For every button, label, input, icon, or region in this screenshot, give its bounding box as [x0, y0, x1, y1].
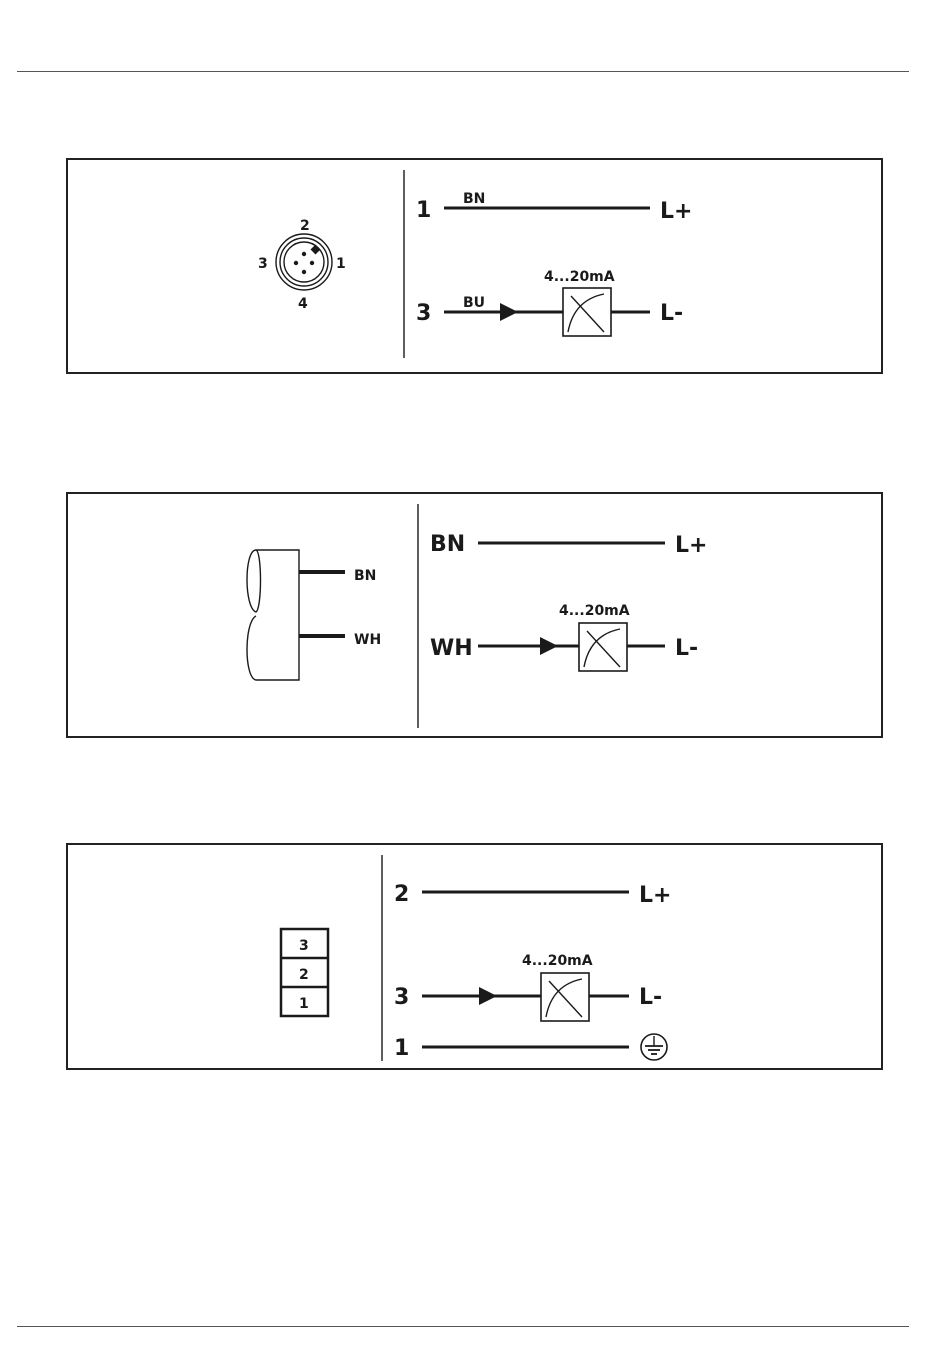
line1-wire-label: BN — [463, 191, 485, 207]
line1-terminal: L+ — [639, 883, 671, 908]
pin-label-right: 1 — [336, 256, 346, 272]
ammeter-icon — [541, 973, 589, 1021]
line2-pin: 3 — [394, 985, 409, 1010]
pin-label-bottom: 4 — [298, 296, 308, 312]
pin-label-left: 3 — [258, 256, 268, 272]
line2-terminal: L- — [675, 636, 698, 661]
line2-terminal: L- — [660, 301, 683, 326]
line1-terminal: L+ — [675, 533, 707, 558]
ammeter-icon — [579, 623, 627, 671]
cable-wire-label-wh: WH — [354, 632, 381, 648]
line1-pin: 2 — [394, 882, 409, 907]
current-arrow-icon — [479, 987, 497, 1005]
line1-terminal: L+ — [660, 199, 692, 224]
current-arrow-icon — [540, 637, 558, 655]
current-arrow-icon — [500, 303, 518, 321]
line2-pin: 3 — [416, 301, 431, 326]
wiring-panel-terminal-block: 3 2 1 2 L+ 3 4...20mA L- 1 — [66, 843, 883, 1070]
cable-end-icon — [247, 550, 345, 680]
wiring-panel-cable: BN WH BN L+ WH 4...20mA L- — [66, 492, 883, 738]
cable-wire-label-bn: BN — [354, 568, 376, 584]
wiring-panel-connector: 2 3 1 4 1 BN L+ 3 BU 4...20mA L- — [66, 158, 883, 374]
terminal-label-2: 2 — [299, 967, 309, 983]
line2-wire-label: BU — [463, 295, 485, 311]
top-divider — [17, 71, 909, 72]
line3-pin: 1 — [394, 1036, 409, 1061]
line1-pin: 1 — [416, 198, 431, 223]
terminal-label-3: 3 — [299, 938, 309, 954]
panel1-diagram: 2 3 1 4 1 BN L+ 3 BU 4...20mA L- — [68, 160, 885, 376]
bottom-divider — [17, 1326, 909, 1327]
pin-label-top: 2 — [300, 218, 310, 234]
meter-label: 4...20mA — [559, 603, 630, 619]
ground-icon — [641, 1034, 667, 1060]
line1-wire-label: BN — [430, 532, 465, 557]
m12-connector-icon — [276, 234, 332, 290]
terminal-label-1: 1 — [299, 996, 309, 1012]
line2-wire-label: WH — [430, 636, 473, 661]
meter-label: 4...20mA — [544, 269, 615, 285]
panel2-diagram: BN WH BN L+ WH 4...20mA L- — [68, 494, 885, 740]
meter-label: 4...20mA — [522, 953, 593, 969]
line2-terminal: L- — [639, 985, 662, 1010]
ammeter-icon — [563, 288, 611, 336]
panel3-diagram: 3 2 1 2 L+ 3 4...20mA L- 1 — [68, 845, 885, 1072]
